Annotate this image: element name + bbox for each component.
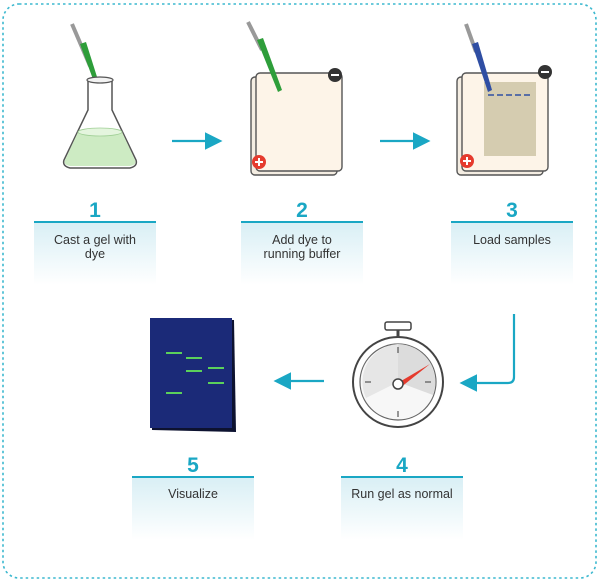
step-2-number: 2: [296, 199, 308, 222]
dashed-frame: [2, 3, 597, 579]
step-5-caption-box: [132, 476, 254, 540]
step-5-label: Visualize: [168, 487, 218, 501]
step-3-label: Load samples: [473, 233, 551, 247]
flask-with-pipette-icon: [62, 23, 138, 169]
arrow-3-to-4: [459, 314, 516, 392]
stopwatch-icon: [352, 321, 444, 428]
step-1-caption-box: [34, 221, 156, 285]
loaded-gel-tray-icon: [456, 23, 552, 176]
step-5-number: 5: [187, 454, 199, 477]
step-2-caption-box: [241, 221, 363, 285]
step-1-label: Cast a gel with dye: [54, 233, 136, 261]
gel-tray-with-pipette-icon: [246, 21, 343, 176]
step-3-number: 3: [506, 199, 518, 222]
step-4-label: Run gel as normal: [351, 487, 453, 501]
step-4-number: 4: [396, 454, 408, 477]
step-1-number: 1: [89, 199, 101, 222]
step-4-caption-box: [341, 476, 463, 540]
step-3-caption-box: [451, 221, 573, 285]
gel-image-icon: [150, 318, 236, 432]
step-2-label: Add dye to running buffer: [263, 233, 341, 261]
